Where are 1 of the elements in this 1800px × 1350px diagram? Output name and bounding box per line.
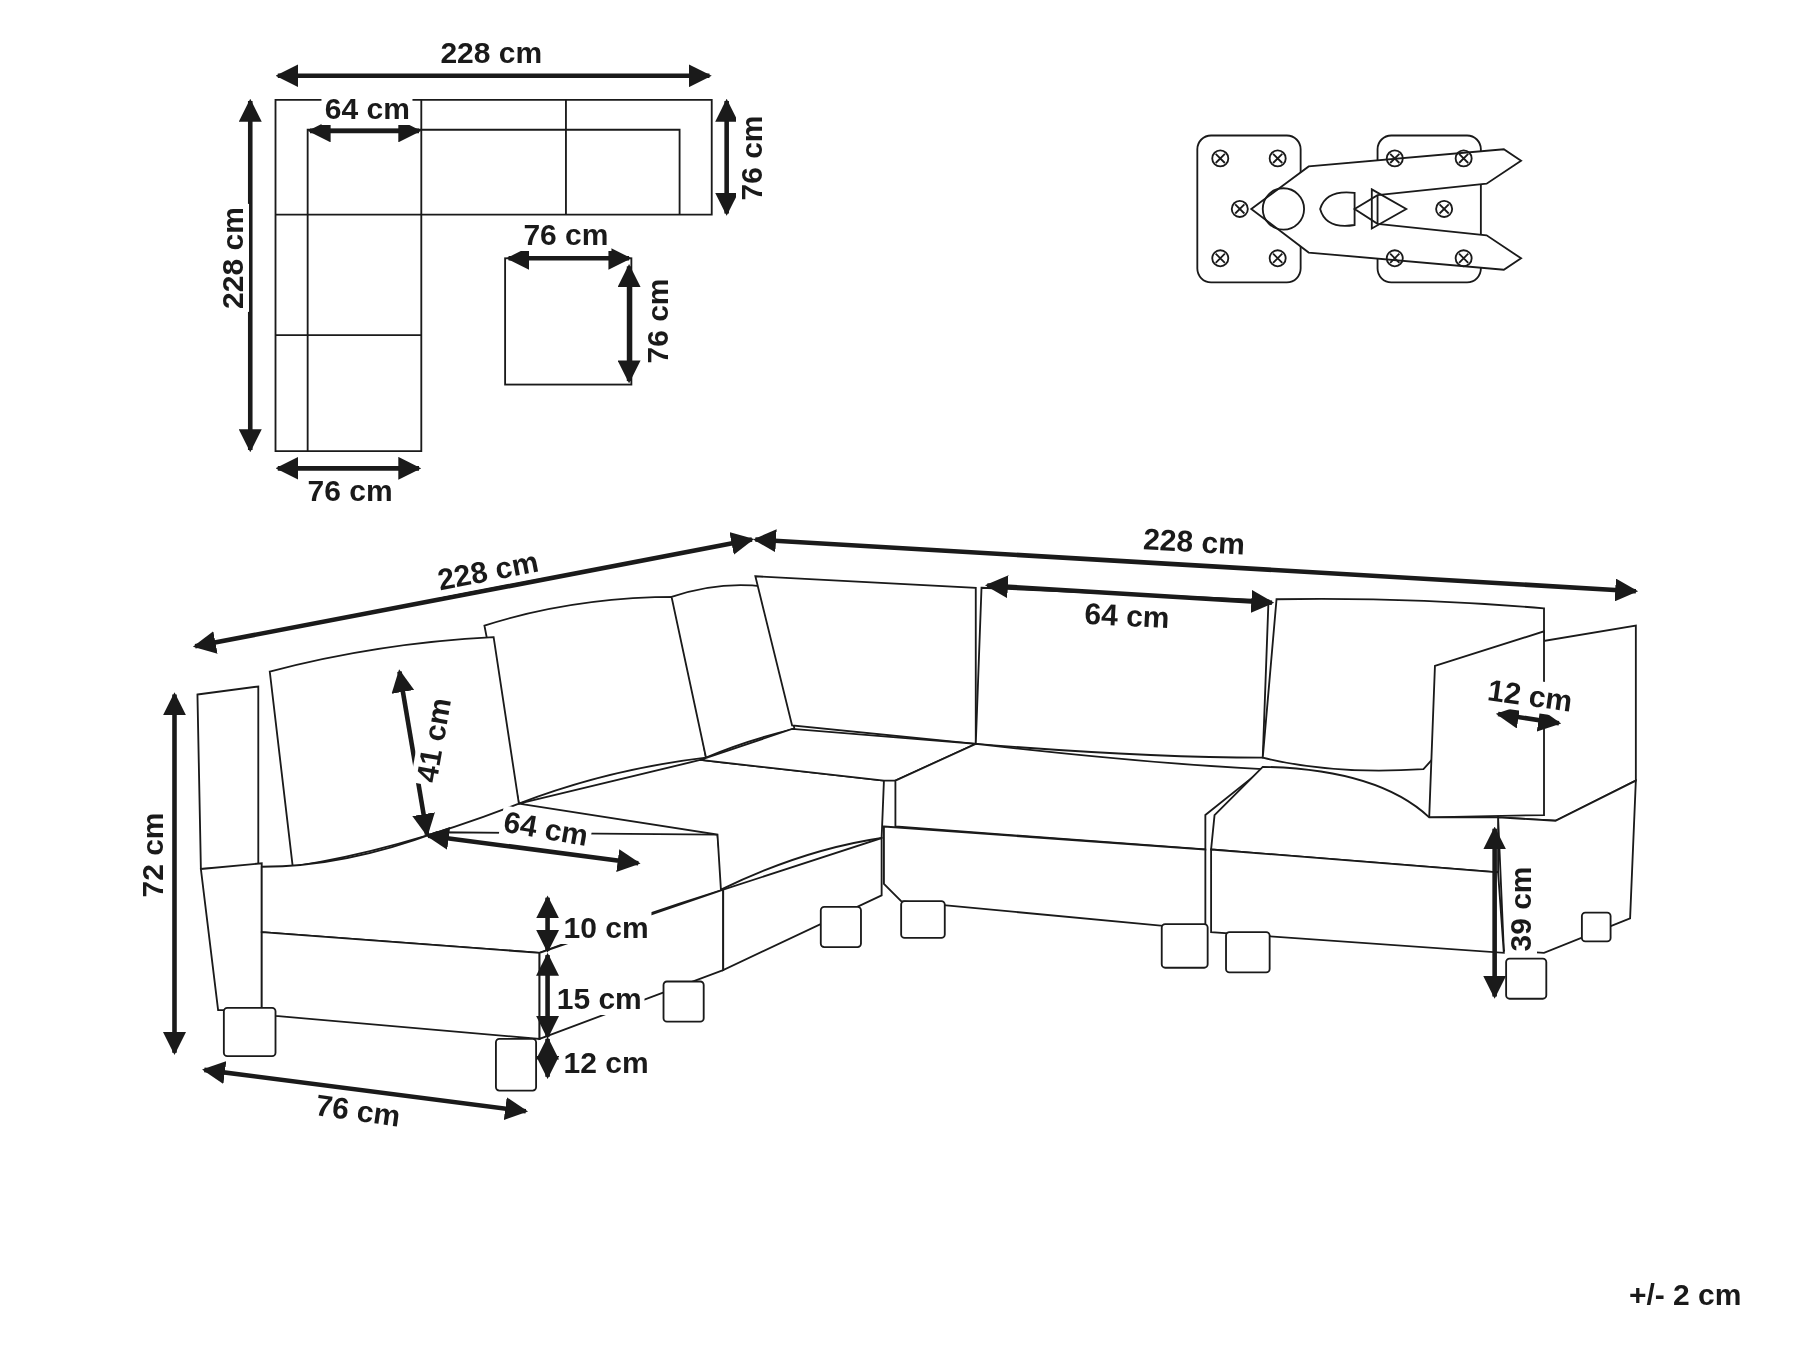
dimension-label: 10 cm <box>560 911 652 944</box>
